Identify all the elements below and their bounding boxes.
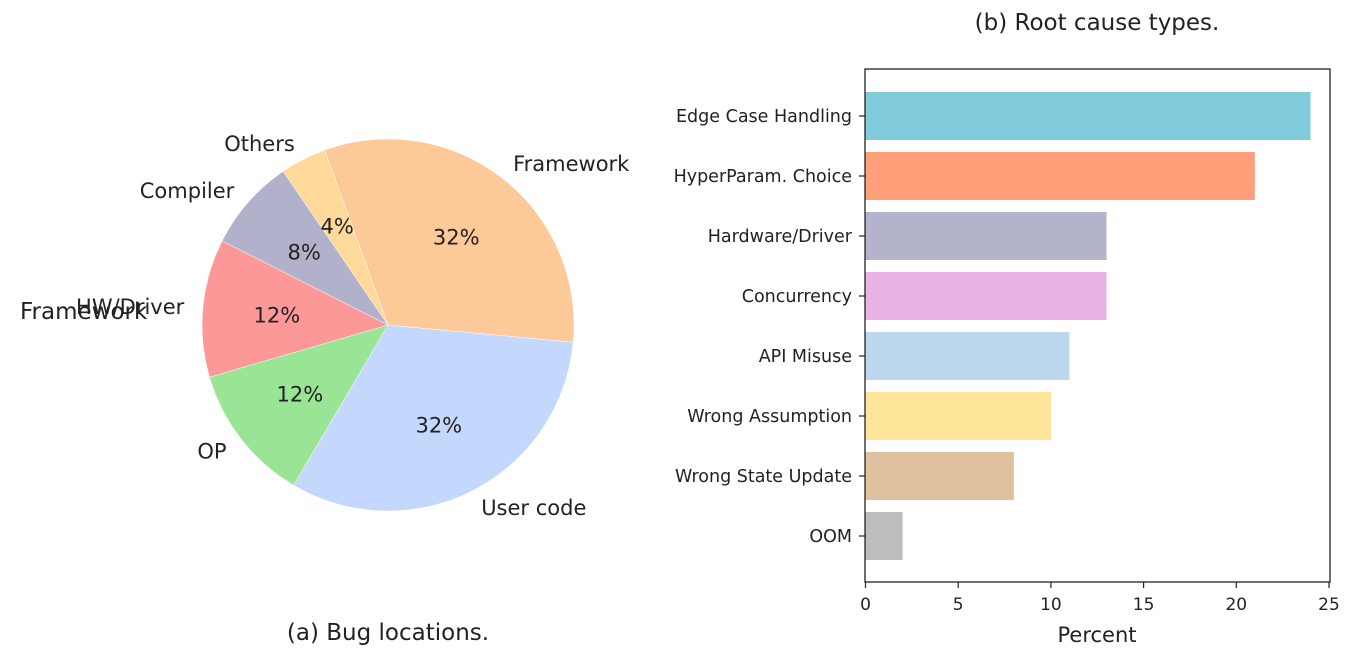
pie-label-framework: Framework (513, 152, 630, 176)
pie-slice-op (209, 324, 389, 486)
bar-hyperparam-choice (865, 152, 1255, 200)
bar-x-axis: 0 5 10 15 20 25 (860, 582, 1340, 615)
pie-caption: (a) Bug locations. (287, 620, 489, 646)
bar-x-tick-label: 10 (1040, 595, 1062, 615)
pie-label-others: Others (224, 132, 295, 156)
pie-slice-hw-driver (201, 240, 389, 378)
bar-x-tick-label: 20 (1225, 595, 1247, 615)
bar-x-tick-label: 0 (860, 595, 871, 615)
bar-plot-frame (864, 68, 1331, 583)
bar-oom (865, 512, 903, 560)
pie-extra-label: Framework (20, 299, 148, 325)
pie-slice-compiler (221, 171, 389, 326)
bar-category-label-oom: OOM (809, 527, 852, 547)
bar-concurrency (865, 272, 1107, 320)
bar-category-label-edge-case-handling: Edge Case Handling (676, 107, 852, 127)
bar-hardware-driver (865, 212, 1107, 260)
bar-x-axis-label: Percent (1057, 623, 1136, 647)
bar-wrong-state-update (865, 452, 1014, 500)
bar-x-tick-label: 5 (953, 595, 964, 615)
pie-pct-label-op: 12% (277, 383, 324, 407)
bar-edge-case-handling (865, 92, 1311, 140)
pie-label-compiler: Compiler (140, 179, 235, 203)
bar-category-label-wrong-assumption: Wrong Assumption (687, 407, 852, 427)
bar-category-label-concurrency: Concurrency (742, 287, 852, 307)
pie-pct-label-hw-driver: 12% (254, 304, 301, 328)
bar-category-label-api-misuse: API Misuse (759, 347, 852, 367)
bar-category-label-wrong-state-update: Wrong State Update (675, 467, 852, 487)
pie-label-user-code: User code (481, 496, 586, 520)
pie-pct-label-others: 4% (321, 215, 354, 239)
pie-label-op: OP (197, 440, 226, 464)
pie-pct-label-user-code: 32% (415, 413, 462, 437)
bar-api-misuse (865, 332, 1070, 380)
pie-chart-bug-locations: 32% User code 12% OP 12% HW/Driver 8% Compiler 4… (76, 132, 630, 520)
bar-category-label-hardware-driver: Hardware/Driver (708, 227, 853, 247)
bar-x-tick-label: 25 (1318, 595, 1340, 615)
bar-x-tick-label: 15 (1133, 595, 1155, 615)
pie-slice-framework (324, 138, 575, 343)
pie-pct-label-compiler: 8% (288, 240, 321, 264)
bar-wrong-assumption (865, 392, 1051, 440)
bar-category-label-hyperparam-choice: HyperParam. Choice (674, 167, 852, 187)
pie-label-hw-driver: HW/Driver (76, 295, 185, 319)
bar-chart-title: (b) Root cause types. (975, 10, 1220, 36)
pie-slice-user-code (293, 324, 574, 512)
pie-pct-label-framework: 32% (433, 226, 480, 250)
